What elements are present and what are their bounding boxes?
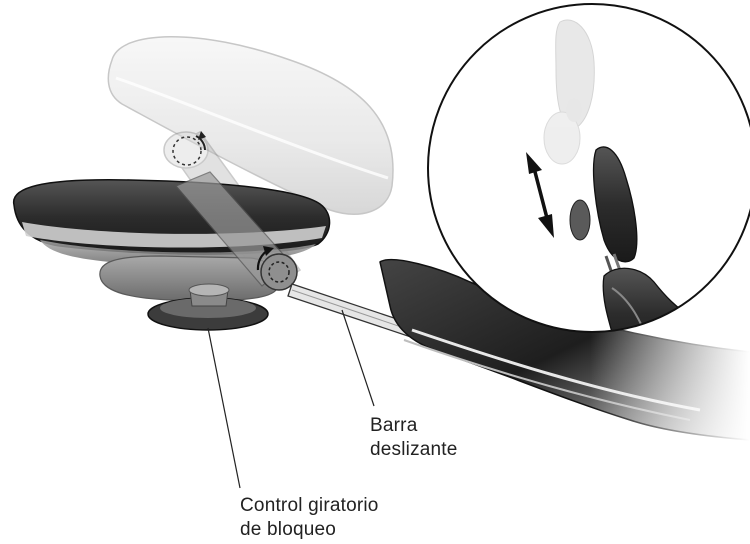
slide-bar-leader-line: [342, 310, 374, 406]
headrest-pad-lowered: [14, 180, 330, 265]
lock-knob-leader-line: [208, 328, 240, 488]
slide-bar-label: Barra deslizante: [370, 414, 458, 462]
slide-bar-label-line2: deslizante: [370, 438, 458, 462]
slide-bar-label-line1: Barra: [370, 414, 458, 438]
lock-knob-label: Control giratorio de bloqueo: [240, 494, 379, 542]
lock-knob-label-line2: de bloqueo: [240, 518, 379, 542]
lock-knob-label-line1: Control giratorio: [240, 494, 379, 518]
